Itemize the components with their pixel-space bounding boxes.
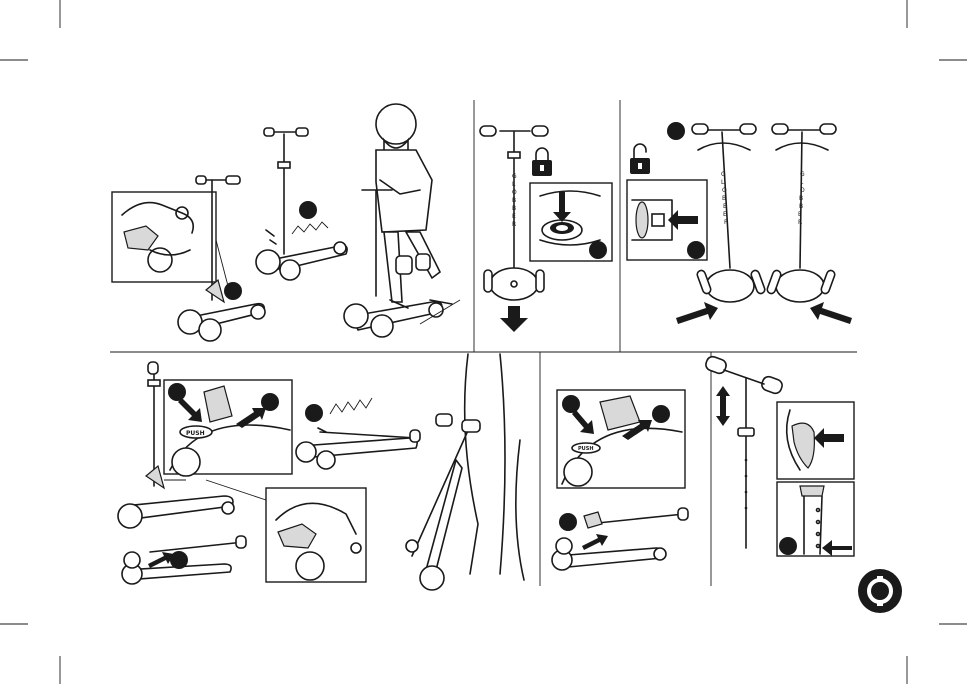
svg-text:L: L [800, 179, 804, 186]
svg-text:G: G [800, 171, 805, 178]
panel-lock-steering: G L O B B E R [480, 126, 612, 332]
panel-fold-variant: PUSH [552, 390, 688, 570]
svg-text:B: B [512, 197, 516, 204]
svg-text:E: E [798, 211, 802, 218]
step-marker [589, 241, 607, 259]
step-marker [667, 122, 685, 140]
arrow-icon [148, 552, 174, 568]
step-marker [559, 513, 577, 531]
arrow-icon [500, 306, 528, 332]
step-marker [305, 404, 323, 422]
arrow-icon [582, 534, 608, 550]
step-marker [562, 395, 580, 413]
step-marker [779, 537, 797, 555]
click-sound-icon [292, 222, 328, 234]
svg-text:B: B [799, 195, 803, 202]
arrow-icon [676, 302, 718, 324]
lock-icon [532, 148, 552, 176]
svg-text:G: G [512, 173, 517, 180]
svg-text:PUSH: PUSH [578, 446, 594, 452]
click-sound-icon [330, 398, 372, 414]
arrow-icon [810, 302, 852, 324]
panel-height-adjust [704, 355, 854, 556]
step-marker [170, 551, 188, 569]
svg-text:R: R [512, 221, 516, 228]
step-marker [224, 282, 242, 300]
step-marker [299, 201, 317, 219]
svg-text:R: R [798, 219, 802, 226]
brand-letters-c2: G L O B B E R [798, 171, 805, 226]
svg-text:PUSH: PUSH [186, 430, 205, 437]
svg-text:B: B [722, 195, 726, 202]
panel-unlock-steer: G L O B B E R G L O B B E R [627, 122, 852, 324]
svg-text:B: B [723, 203, 727, 210]
brand-letters-b: G L O B B E R [512, 173, 517, 228]
rider-helmet [376, 104, 416, 144]
page-mark [858, 569, 902, 613]
unlock-icon [630, 144, 650, 174]
svg-text:O: O [512, 189, 517, 196]
panel-unfold-and-ride [112, 104, 460, 341]
arrow-icon [716, 386, 730, 426]
svg-text:O: O [722, 187, 727, 194]
svg-text:G: G [721, 171, 726, 178]
panel-dividers [110, 100, 857, 586]
svg-text:E: E [512, 213, 516, 220]
svg-text:L: L [512, 181, 516, 188]
step-marker [687, 241, 705, 259]
svg-text:B: B [799, 203, 803, 210]
click-sound-icon [266, 230, 276, 244]
svg-text:E: E [723, 211, 727, 218]
svg-text:B: B [512, 205, 516, 212]
svg-text:R: R [724, 219, 728, 226]
panel-fold: PUSH [118, 354, 524, 590]
svg-text:O: O [800, 187, 805, 194]
step-marker [652, 405, 670, 423]
step-marker [168, 383, 186, 401]
